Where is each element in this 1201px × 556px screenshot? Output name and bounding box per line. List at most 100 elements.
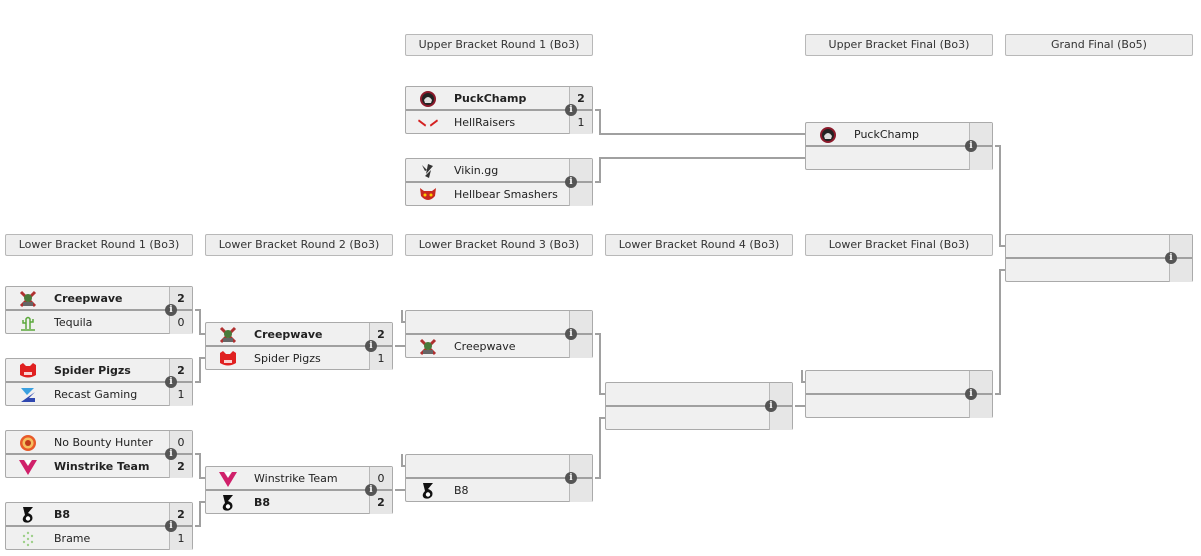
header-lower-bracket-round-3: Lower Bracket Round 3 (Bo3) bbox=[405, 234, 593, 256]
team-score bbox=[569, 183, 592, 206]
team-slot[interactable]: Hellbear Smashers bbox=[406, 183, 592, 206]
team-slot-empty[interactable] bbox=[606, 407, 792, 430]
divider bbox=[606, 405, 792, 407]
spider-pigzs-logo-icon bbox=[218, 350, 238, 368]
team-slot[interactable]: Creepwave 2 bbox=[206, 323, 392, 346]
team-slot[interactable]: PuckChamp bbox=[806, 123, 992, 146]
team-score bbox=[569, 311, 592, 334]
match-info-icon[interactable]: i bbox=[1165, 252, 1177, 264]
divider bbox=[406, 109, 592, 111]
match-info-icon[interactable]: i bbox=[165, 520, 177, 532]
divider bbox=[206, 489, 392, 491]
match-info-icon[interactable]: i bbox=[365, 340, 377, 352]
team-slot[interactable]: Winstrike Team 0 bbox=[206, 467, 392, 490]
match-ub-final[interactable]: PuckChamp i bbox=[805, 122, 993, 170]
divider bbox=[6, 381, 192, 383]
header-lower-bracket-round-4: Lower Bracket Round 4 (Bo3) bbox=[605, 234, 793, 256]
connector bbox=[595, 333, 605, 395]
connector bbox=[801, 370, 805, 383]
header-upper-bracket-final: Upper Bracket Final (Bo3) bbox=[805, 34, 993, 56]
team-slot[interactable]: Tequila 0 bbox=[6, 311, 192, 334]
recast-logo-icon bbox=[18, 386, 38, 404]
match-info-icon[interactable]: i bbox=[965, 388, 977, 400]
team-slot-empty[interactable] bbox=[806, 395, 992, 418]
team-score: 2 bbox=[169, 455, 192, 478]
divider bbox=[406, 333, 592, 335]
divider bbox=[6, 309, 192, 311]
match-lb-r3-1[interactable]: Creepwave i bbox=[405, 310, 593, 358]
team-name: Vikin.gg bbox=[454, 164, 499, 177]
match-grand-final[interactable]: i bbox=[1005, 234, 1193, 282]
team-slot[interactable]: Creepwave bbox=[406, 335, 592, 358]
match-info-icon[interactable]: i bbox=[165, 376, 177, 388]
match-lb-final[interactable]: i bbox=[805, 370, 993, 418]
connector bbox=[195, 453, 205, 479]
team-score bbox=[969, 147, 992, 170]
team-slot-empty[interactable] bbox=[1006, 259, 1192, 282]
team-slot[interactable]: Spider Pigzs 1 bbox=[206, 347, 392, 370]
team-slot-empty[interactable] bbox=[606, 383, 792, 406]
team-name: No Bounty Hunter bbox=[54, 436, 153, 449]
team-slot[interactable]: Winstrike Team 2 bbox=[6, 455, 192, 478]
match-lb-r3-2[interactable]: B8 i bbox=[405, 454, 593, 502]
match-ub-r1-1[interactable]: PuckChamp 2 HellRaisers 1 i bbox=[405, 86, 593, 134]
team-slot[interactable]: Vikin.gg bbox=[406, 159, 592, 182]
team-slot-empty[interactable] bbox=[1006, 235, 1192, 258]
b8-logo-icon bbox=[218, 494, 238, 512]
team-score: 2 bbox=[169, 503, 192, 526]
creepwave-logo-icon bbox=[18, 290, 38, 308]
team-slot-empty[interactable] bbox=[806, 147, 992, 170]
connector bbox=[595, 157, 805, 183]
match-lb-r1-3[interactable]: No Bounty Hunter 0 Winstrike Team 2 i bbox=[5, 430, 193, 478]
match-info-icon[interactable]: i bbox=[565, 104, 577, 116]
team-score bbox=[769, 407, 792, 430]
team-slot[interactable]: B8 2 bbox=[6, 503, 192, 526]
match-info-icon[interactable]: i bbox=[565, 472, 577, 484]
match-lb-r1-4[interactable]: B8 2 Brame 1 i bbox=[5, 502, 193, 550]
team-score: 0 bbox=[369, 467, 392, 490]
match-lb-r1-2[interactable]: Spider Pigzs 2 Recast Gaming 1 i bbox=[5, 358, 193, 406]
team-name: Hellbear Smashers bbox=[454, 188, 558, 201]
match-info-icon[interactable]: i bbox=[165, 448, 177, 460]
match-info-icon[interactable]: i bbox=[565, 176, 577, 188]
team-slot[interactable]: Recast Gaming 1 bbox=[6, 383, 192, 406]
no-bounty-hunter-logo-icon bbox=[18, 434, 38, 452]
match-info-icon[interactable]: i bbox=[565, 328, 577, 340]
divider bbox=[6, 453, 192, 455]
team-score: 2 bbox=[369, 323, 392, 346]
tequila-logo-icon bbox=[18, 314, 38, 332]
team-score: 1 bbox=[169, 383, 192, 406]
team-slot[interactable]: Spider Pigzs 2 bbox=[6, 359, 192, 382]
puckchamp-logo-icon bbox=[418, 90, 438, 108]
team-name: B8 bbox=[454, 484, 469, 497]
team-name: B8 bbox=[54, 508, 71, 521]
divider bbox=[206, 345, 392, 347]
creepwave-logo-icon bbox=[418, 338, 438, 356]
spider-pigzs-logo-icon bbox=[18, 362, 38, 380]
match-lb-r2-1[interactable]: Creepwave 2 Spider Pigzs 1 i bbox=[205, 322, 393, 370]
match-lb-r1-1[interactable]: Creepwave 2 Tequila 0 i bbox=[5, 286, 193, 334]
match-info-icon[interactable]: i bbox=[165, 304, 177, 316]
winstrike-logo-icon bbox=[218, 470, 238, 488]
divider bbox=[406, 477, 592, 479]
match-info-icon[interactable]: i bbox=[765, 400, 777, 412]
match-ub-r1-2[interactable]: Vikin.gg Hellbear Smashers i bbox=[405, 158, 593, 206]
team-slot[interactable]: No Bounty Hunter 0 bbox=[6, 431, 192, 454]
team-slot-empty[interactable] bbox=[406, 455, 592, 478]
match-lb-r2-2[interactable]: Winstrike Team 0 B8 2 i bbox=[205, 466, 393, 514]
team-slot-empty[interactable] bbox=[806, 371, 992, 394]
team-slot-empty[interactable] bbox=[406, 311, 592, 334]
team-slot[interactable]: Brame 1 bbox=[6, 527, 192, 550]
team-slot[interactable]: Creepwave 2 bbox=[6, 287, 192, 310]
match-info-icon[interactable]: i bbox=[365, 484, 377, 496]
team-score: 2 bbox=[169, 287, 192, 310]
match-lb-r4[interactable]: i bbox=[605, 382, 793, 430]
team-slot[interactable]: PuckChamp 2 bbox=[406, 87, 592, 110]
match-info-icon[interactable]: i bbox=[965, 140, 977, 152]
team-slot[interactable]: HellRaisers 1 bbox=[406, 111, 592, 134]
team-slot[interactable]: B8 2 bbox=[206, 491, 392, 514]
creepwave-logo-icon bbox=[218, 326, 238, 344]
team-slot[interactable]: B8 bbox=[406, 479, 592, 502]
connector bbox=[595, 109, 805, 135]
